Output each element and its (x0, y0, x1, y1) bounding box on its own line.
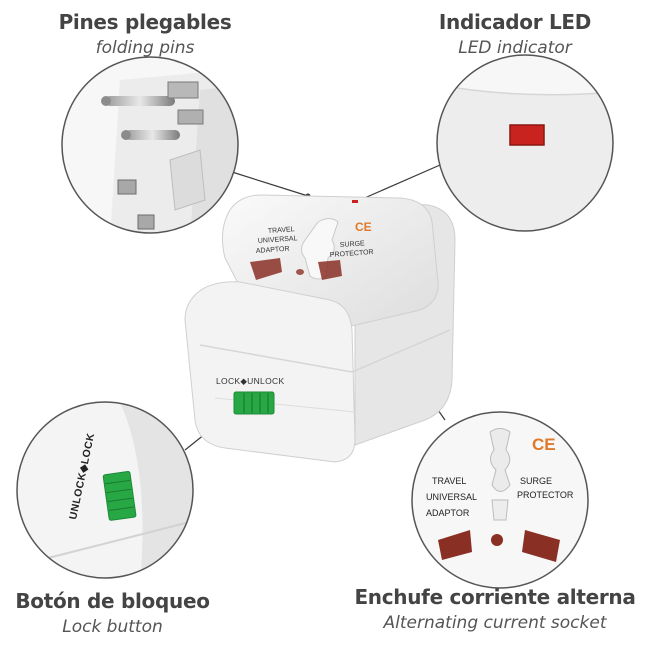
zoom-circle-led (436, 54, 614, 232)
device-led (352, 200, 358, 203)
device-label-left-2: UNIVERSAL (258, 235, 298, 245)
callout-pins-title: Pines plegables (58, 10, 232, 34)
callout-lock-button: Botón de bloqueo Lock button (0, 589, 225, 637)
zoom-socket-ce-mark: CE (532, 435, 556, 454)
adapter-front-face (184, 281, 356, 463)
device-label-left-1: TRAVEL (268, 226, 295, 235)
pin-round-bottom (125, 130, 180, 140)
callout-lock-subtitle: Lock button (62, 617, 163, 637)
zoom-circle-socket: CE TRAVEL UNIVERSAL ADAPTOR SURGE PROTEC… (411, 411, 589, 589)
callout-socket-subtitle: Alternating current socket (383, 613, 607, 633)
device-lock-button[interactable] (233, 391, 275, 415)
pin-flat-b (177, 109, 204, 125)
pin-round-top (105, 96, 175, 106)
device-ce-mark: CE (355, 220, 372, 234)
socket-hole-right (318, 260, 342, 280)
zoom-socket-recess (489, 428, 511, 492)
device-lock-label: LOCK◆UNLOCK (216, 376, 284, 386)
zoom-socket-label-left-3: ADAPTOR (426, 508, 470, 518)
zoom-lock-button[interactable] (102, 471, 137, 521)
connector-led (359, 164, 441, 201)
pin-flat-a (167, 81, 199, 99)
device-label-right-2: PROTECTOR (330, 249, 374, 259)
zoom-socket-label-left-2: UNIVERSAL (426, 492, 477, 502)
callout-led-title: Indicador LED (438, 10, 592, 34)
zoom-circle-pins (61, 56, 239, 234)
callout-socket-title: Enchufe corriente alterna (354, 585, 636, 609)
callout-led-subtitle: LED indicator (458, 38, 572, 58)
adapter-device: TRAVEL UNIVERSAL ADAPTOR SURGE PROTECTOR… (184, 194, 456, 463)
zoom-socket-label-right-1: SURGE (520, 476, 552, 486)
device-label-right-1: SURGE (340, 240, 366, 249)
zoom-socket-label-right-2: PROTECTOR (517, 490, 574, 500)
zoom-circle-lock: UNLOCK◆LOCK (16, 401, 194, 579)
led-indicator-zoom (509, 124, 545, 146)
callout-pins-subtitle: folding pins (95, 38, 195, 58)
device-label-left-3: ADAPTOR (256, 246, 290, 255)
pin-folded-b (137, 214, 155, 230)
callout-folding-pins: Pines plegables folding pins (40, 10, 250, 58)
zoom-socket-hole-right (522, 530, 560, 562)
callout-lock-title: Botón de bloqueo (15, 589, 210, 613)
pin-folded-a (117, 179, 137, 195)
zoom-socket-hole-left (438, 530, 472, 560)
callout-led-indicator: Indicador LED LED indicator (410, 10, 620, 58)
socket-hole-left (250, 258, 282, 280)
connector-pins (231, 171, 309, 197)
callout-ac-socket: Enchufe corriente alterna Alternating cu… (350, 585, 640, 633)
zoom-socket-label-left-1: TRAVEL (432, 476, 466, 486)
